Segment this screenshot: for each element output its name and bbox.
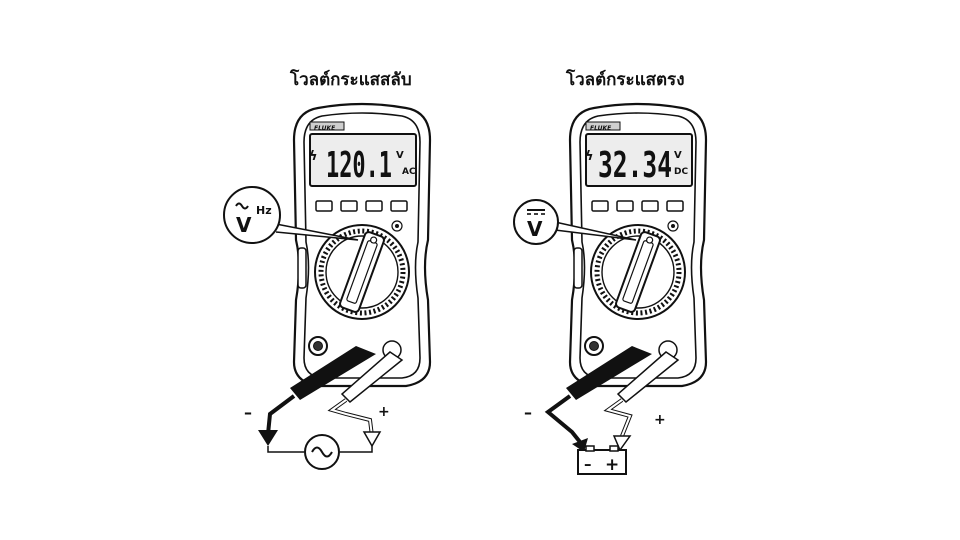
ac-black-lead: [266, 394, 296, 435]
ac-voltage-title: โวลต์กระแสสลับ: [290, 70, 412, 90]
battery-minus-label: –: [584, 455, 592, 473]
dc-display-value: 32.34: [598, 145, 672, 186]
dc-plus-label: +: [654, 412, 666, 428]
ac-brand-label: FLUKE: [314, 125, 336, 132]
ac-hazard-icon: ϟ: [309, 149, 318, 164]
dc-minus-label: –: [524, 403, 532, 422]
dc-dial-label: V: [527, 217, 543, 241]
dc-brand-label: FLUKE: [590, 125, 612, 132]
dc-multimeter: FLUKE ϟ 32.34 V DC V: [513, 104, 706, 475]
ac-multimeter: FLUKE ϟ 120.1 V AC V Hz – +: [223, 104, 430, 470]
dc-red-probe: [616, 351, 680, 404]
ac-dial-callout: V Hz: [223, 186, 359, 244]
dc-voltage-title: โวลต์กระแสตรง: [566, 70, 685, 90]
dc-red-lead: [603, 398, 633, 437]
ac-wave-icon: [235, 202, 249, 210]
ac-minus-label: –: [244, 403, 252, 422]
ac-source-wave-icon: [311, 446, 333, 458]
dc-hazard-icon: ϟ: [585, 149, 594, 164]
ac-dial-label: V: [236, 213, 252, 237]
dc-black-lead: [544, 394, 582, 444]
dc-display-mode: DC: [674, 167, 688, 177]
battery-icon: – +: [577, 445, 627, 475]
ac-black-probe: [290, 346, 376, 400]
ac-display-unit: V: [396, 150, 404, 161]
ac-display-value: 120.1: [326, 145, 392, 186]
battery-plus-label: +: [605, 455, 619, 475]
ac-display-mode: AC: [402, 167, 416, 177]
dc-black-probe: [566, 346, 652, 400]
dc-display-unit: V: [674, 150, 682, 161]
ac-plus-label: +: [378, 404, 390, 420]
dc-dial-callout: V: [513, 199, 637, 245]
ac-red-probe: [340, 351, 404, 404]
ac-dial-sublabel: Hz: [256, 204, 272, 217]
